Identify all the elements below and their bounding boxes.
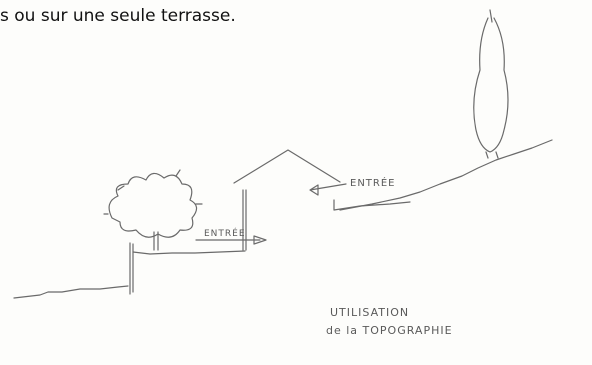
lower-entrance-label: ENTRÉE: [204, 227, 246, 239]
upper-entrance-arrow: [309, 183, 347, 196]
house-roof: [233, 149, 341, 184]
tree-canopy: [108, 172, 198, 238]
lower-entrance-arrow: [195, 235, 267, 245]
caption-text: s ou sur une seule terrasse.: [0, 6, 236, 26]
cypress-tree: [473, 17, 509, 153]
upper-slope-line: [339, 139, 553, 211]
upper-entrance-label: ENTRÉE: [350, 176, 396, 189]
lower-ground-line: [13, 285, 129, 299]
lower-terrace: [132, 250, 246, 255]
sketch-title-line1: UTILISATION: [330, 306, 409, 319]
tree-trunk: [153, 231, 159, 251]
lower-retaining-wall: [129, 242, 134, 295]
house-wall: [242, 189, 247, 251]
sketch-title-line2: de la TOPOGRAPHIE: [326, 324, 453, 337]
